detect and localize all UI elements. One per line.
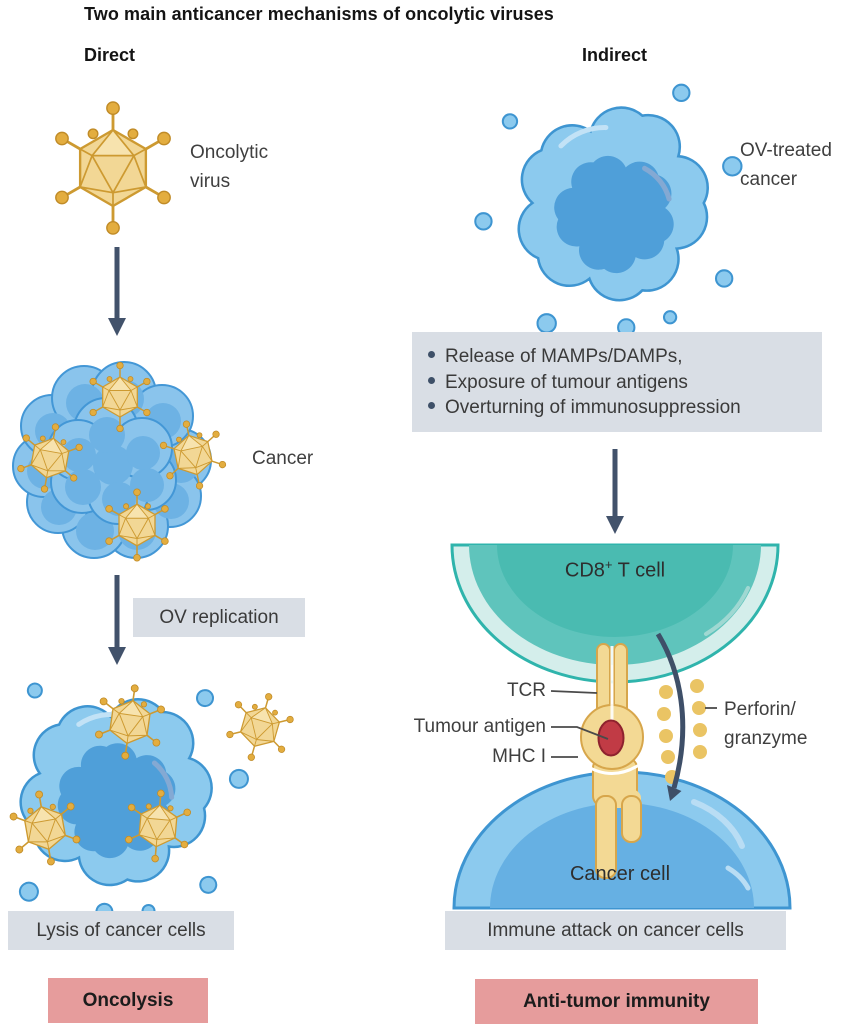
perforin-granzyme-dots-icon: [657, 679, 707, 784]
cd8-base: CD8: [564, 559, 605, 582]
cancer-cell-dome-icon: [452, 770, 792, 910]
down-arrow-icon: [606, 449, 624, 534]
bullet-text: Exposure of tumour antigens: [445, 371, 688, 393]
tcr-label: TCR: [506, 680, 546, 701]
cd8-sup: +: [604, 557, 613, 572]
tcr-mhc-complex-icon: [580, 643, 644, 879]
cancer-label: Cancer: [252, 448, 314, 469]
bullet-item: Overturning of immunosuppression: [428, 395, 812, 421]
bullet-item: Exposure of tumour antigens: [428, 370, 812, 396]
bullet-text: Overturning of immunosuppression: [445, 397, 741, 418]
bullet-dot-icon: [428, 376, 435, 384]
cancer-cell-label: Cancer cell: [569, 863, 671, 885]
cd8-t-cell-icon: [450, 543, 780, 684]
down-arrow-icon: [108, 575, 126, 665]
bullet-dot-icon: [428, 402, 435, 409]
bullet-dot-icon: [428, 351, 435, 358]
indirect-column-heading: Indirect: [582, 45, 648, 65]
cd8-t-cell-label: CD8+ T cell: [515, 557, 715, 583]
perforin-granzyme-label: Perforin/ granzyme: [724, 699, 808, 749]
bullet-text: Release of MAMPs/DAMPs,: [445, 346, 683, 367]
down-arrow-icon: [108, 247, 126, 336]
oncolytic-virus-label: Oncolytic virus: [190, 142, 269, 192]
oncolysis-badge: Oncolysis: [48, 978, 208, 1023]
immune-attack-box: Immune attack on cancer cells: [445, 911, 786, 950]
bullet-item: Release of MAMPs/DAMPs,: [428, 344, 812, 370]
lysis-box: Lysis of cancer cells: [8, 911, 234, 950]
ov-treated-cancer-splat-icon: [475, 85, 741, 336]
figure-title: Two main anticancer mechanisms of oncoly…: [84, 4, 554, 24]
indirect-effects-box: Release of MAMPs/DAMPs, Exposure of tumo…: [412, 332, 822, 432]
tumour-antigen-label: Tumour antigen: [413, 716, 546, 737]
anti-tumor-immunity-badge: Anti-tumor immunity: [475, 979, 758, 1024]
direct-column-heading: Direct: [84, 45, 136, 65]
label-pointer-lines: [550, 690, 717, 758]
ov-treated-cancer-label: OV-treated cancer: [740, 140, 832, 190]
ov-replication-box: OV replication: [133, 598, 305, 637]
curved-attack-arrow-icon: [655, 632, 686, 801]
cd8-rest: T cell: [612, 559, 666, 582]
mhc-i-label: MHC I: [492, 746, 546, 767]
oncolytic-virus-icon: [54, 100, 172, 236]
tumour-antigen-icon: [597, 719, 625, 757]
